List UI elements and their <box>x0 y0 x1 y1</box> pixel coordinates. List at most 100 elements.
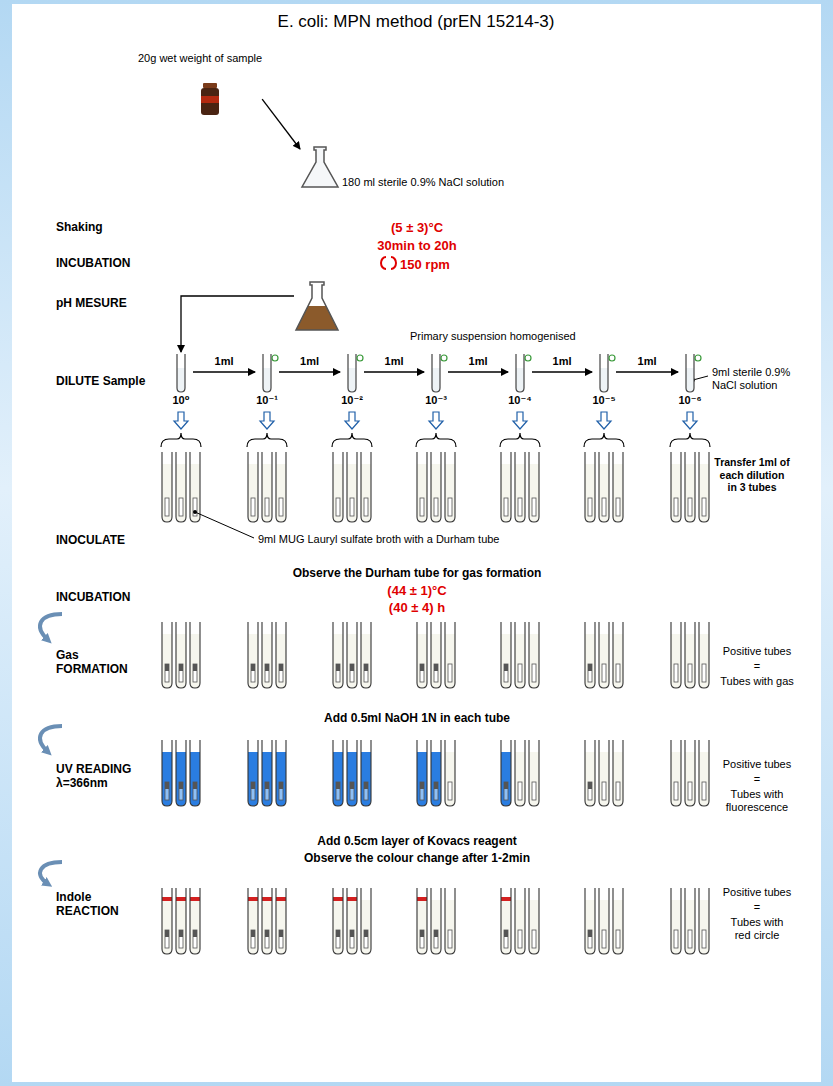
tube-outline <box>585 622 595 688</box>
tube-liquid <box>417 752 427 806</box>
tube-liquid <box>529 900 539 954</box>
label: Add 0.5cm layer of Kovacs reagent <box>317 834 516 848</box>
tube-liquid <box>347 752 357 806</box>
durham-tube <box>336 930 340 948</box>
durham-tube <box>702 498 706 516</box>
node-text: Primary suspension homogenised <box>410 330 576 343</box>
tube-outline <box>361 452 371 522</box>
durham-tube <box>364 782 368 800</box>
node-text: 10⁰ <box>172 394 189 407</box>
tube-liquid <box>248 634 258 688</box>
tube-outline <box>190 888 200 954</box>
gas-bubble <box>588 782 592 789</box>
down-arrow <box>174 412 188 429</box>
label: = <box>754 901 760 914</box>
tube-cap <box>357 355 363 361</box>
gas-bubble <box>193 664 197 671</box>
durham-tube <box>674 498 678 516</box>
tube-liquid <box>585 634 595 688</box>
durham-tube <box>674 782 678 800</box>
tube-liquid <box>190 900 200 954</box>
tube-liquid <box>431 464 441 522</box>
node-text: 180 ml sterile 0.9% NaCl solution <box>342 176 504 189</box>
gas-bubble <box>179 664 183 671</box>
tube-outline <box>361 740 371 806</box>
tube-liquid <box>685 634 695 688</box>
tube-liquid <box>529 634 539 688</box>
dilution-tube: 10⁻³ <box>424 352 448 407</box>
tube-outline <box>501 452 511 522</box>
tube-liquid <box>262 752 272 806</box>
durham-tube <box>504 498 508 516</box>
label: Observe the colour change after 1-2min <box>304 851 530 865</box>
label: (40 ± 4) h <box>389 600 445 616</box>
title: E. coli: MPN method (prEN 15214-3) <box>278 12 555 32</box>
durham-tube <box>532 664 536 682</box>
tube-outline <box>613 888 623 954</box>
gas-bubble <box>265 664 269 671</box>
tube-liquid <box>585 752 595 806</box>
tube-outline <box>361 622 371 688</box>
gas-bubble <box>588 664 592 671</box>
tube-outline <box>599 622 609 688</box>
gas-bubble <box>336 930 340 937</box>
tube-outline <box>515 888 525 954</box>
durham-tube <box>193 498 197 516</box>
indole-ring <box>276 897 286 901</box>
tube-liquid <box>333 900 343 954</box>
durham-tube <box>364 664 368 682</box>
tube-liquid <box>162 752 172 806</box>
gas-bubble <box>251 782 255 789</box>
tube-outline <box>176 622 186 688</box>
label: Positive tubes <box>723 758 791 771</box>
leader-line <box>693 376 708 380</box>
tube-outline <box>432 354 440 392</box>
tube-liquid <box>276 634 286 688</box>
durham-tube <box>336 498 340 516</box>
bracket <box>161 433 201 447</box>
durham-tube <box>265 664 269 682</box>
tube-outline <box>431 888 441 954</box>
tube-outline <box>431 740 441 806</box>
edge-label: 1ml <box>553 355 572 368</box>
tube-outline <box>585 452 595 522</box>
tube-liquid <box>699 464 709 522</box>
durham-tube <box>616 498 620 516</box>
tube-liquid <box>176 634 186 688</box>
node-text-wrap: 180 ml sterile 0.9% NaCl solution <box>342 176 504 189</box>
tube-outline <box>501 622 511 688</box>
tube-outline <box>431 622 441 688</box>
tube-outline <box>276 622 286 688</box>
tube-liquid <box>417 634 427 688</box>
label: 9ml sterile 0.9% NaCl solution <box>712 366 812 392</box>
durham-tube <box>616 782 620 800</box>
gas-bubble <box>434 930 438 937</box>
tube-icon <box>340 352 364 394</box>
tube-outline <box>176 740 186 806</box>
durham-tube <box>532 930 536 948</box>
tube-liquid <box>585 464 595 522</box>
gas-bubble <box>265 930 269 937</box>
durham-tube <box>193 930 197 948</box>
tube-liquid <box>671 464 681 522</box>
tube-outline <box>699 452 709 522</box>
tube-outline <box>176 888 186 954</box>
durham-tube <box>518 782 522 800</box>
flask: Primary suspension homogenised <box>294 280 576 343</box>
tube-liquid <box>671 634 681 688</box>
tube-outline <box>347 888 357 954</box>
tube-cap <box>441 355 447 361</box>
step-arrow <box>40 614 62 640</box>
bracket <box>500 433 540 447</box>
tube-liquid <box>599 634 609 688</box>
edge-label: 1ml <box>300 355 319 368</box>
indole-ring <box>417 897 427 901</box>
label: Transfer 1ml of each dilution in 3 tubes <box>714 456 790 494</box>
tube-cap <box>609 355 615 361</box>
tube-liquid <box>248 752 258 806</box>
tube-liquid <box>262 634 272 688</box>
tube-outline <box>263 354 271 392</box>
tube-liquid <box>417 464 427 522</box>
durham-tube <box>602 930 606 948</box>
sample-jar-icon <box>200 83 220 115</box>
